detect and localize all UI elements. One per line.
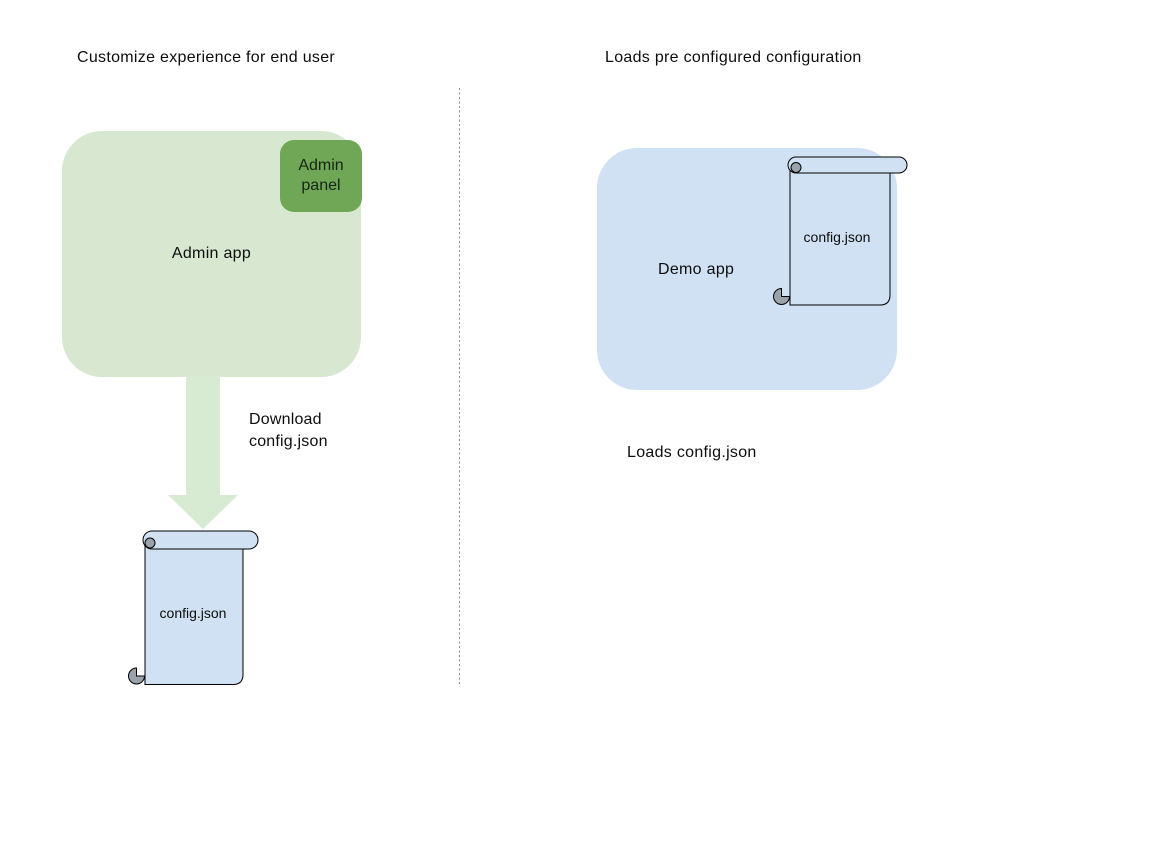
config-file-scroll-left: config.json [128,530,259,685]
admin-panel-label: Admin panel [298,156,343,196]
download-arrow-label: Download config.json [249,409,328,453]
admin-panel-box: Admin panel [280,140,362,212]
config-file-label-left: config.json [160,605,227,621]
scroll-top-roll [787,156,908,174]
admin-app-label: Admin app [171,245,252,262]
scroll-body [144,540,244,685]
right-section-title: Loads pre configured configuration [605,49,862,66]
left-section-title: Customize experience for end user [77,49,336,66]
config-file-label-right: config.json [804,229,871,245]
download-arrow-icon [168,376,238,529]
download-arrow-label-line1: Download [249,411,322,428]
admin-panel-label-line1: Admin [298,157,344,174]
scroll-top-curl-icon [144,537,156,549]
config-file-scroll-right: config.json [773,156,908,306]
scroll-body [789,165,891,306]
section-divider-line [459,88,460,684]
scroll-bottom-curl-icon [773,287,791,305]
download-arrow-label-line2: config.json [249,433,328,450]
admin-panel-label-line2: panel [301,177,341,194]
loads-config-caption: Loads config.json [627,444,757,461]
scroll-top-roll [142,530,259,550]
scroll-bottom-curl-icon [128,667,146,685]
scroll-top-curl-icon [790,162,802,173]
demo-app-label: Demo app [658,261,735,278]
